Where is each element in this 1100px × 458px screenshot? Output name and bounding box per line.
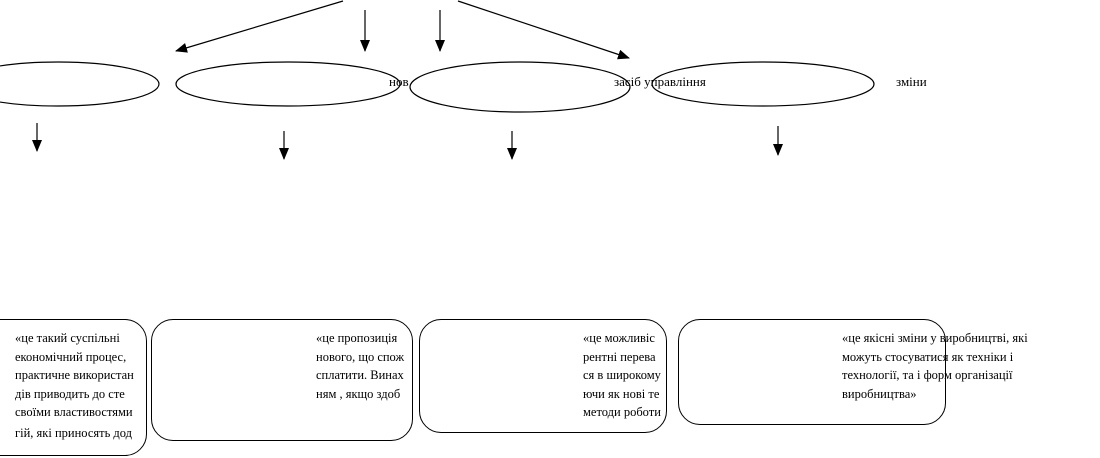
- definition-3-line: «це можливіс: [583, 331, 655, 345]
- definition-box-2: [151, 319, 413, 441]
- definition-1-line: «це такий суспільні: [15, 331, 120, 345]
- definition-2-line: сплатити. Винах: [316, 368, 404, 382]
- definition-1-line: практичне використан: [15, 368, 134, 382]
- label-innovation-fragment: нов: [389, 74, 409, 89]
- definition-1-line: гій, які приносять дод: [15, 425, 133, 440]
- definition-box-1: [0, 319, 147, 456]
- label-management-tool: засіб управління: [614, 74, 706, 89]
- ellipse-4: [651, 61, 875, 107]
- definition-3-line: ючи як нові те: [583, 386, 660, 401]
- definition-1-line: економічний процес,: [15, 349, 127, 364]
- definition-text-4: «це якісні зміни у виробництві, які можу…: [842, 329, 1082, 403]
- label-changes: зміни: [896, 74, 927, 89]
- definition-box-3: [419, 319, 667, 433]
- ellipse-1: [0, 61, 160, 107]
- definition-2-line: «це пропозиція: [316, 331, 398, 345]
- definition-1-line: своїми властивостями: [15, 405, 133, 419]
- definition-4-line: можуть стосуватися як техніки і: [842, 349, 1014, 364]
- arrow-top-1: [175, 0, 344, 53]
- definition-4-line: технології, та і форм організації: [842, 368, 1013, 382]
- definition-text-2: «це пропозиція нового, що спож сплатити.…: [316, 329, 426, 403]
- ellipse-3: [409, 61, 631, 113]
- definition-3-line: методи роботи: [583, 405, 661, 419]
- definition-1-line: дів приводить до сте: [15, 386, 125, 401]
- definition-text-1: «це такий суспільні економічний процес, …: [15, 329, 165, 442]
- definition-4-line: «це якісні зміни у виробництві, які: [842, 331, 1028, 345]
- arrow-top-4: [457, 0, 630, 60]
- definition-text-3: «це можливіс рентні перева ся в широкому…: [583, 329, 693, 422]
- definition-2-line: ням , якщо здоб: [316, 386, 401, 401]
- definition-3-line: рентні перева: [583, 349, 656, 364]
- definition-box-4: [678, 319, 946, 425]
- definition-4-line: виробництва»: [842, 386, 917, 401]
- definition-2-line: нового, що спож: [316, 349, 405, 364]
- definition-3-line: ся в широкому: [583, 368, 661, 382]
- ellipse-2: [175, 61, 401, 107]
